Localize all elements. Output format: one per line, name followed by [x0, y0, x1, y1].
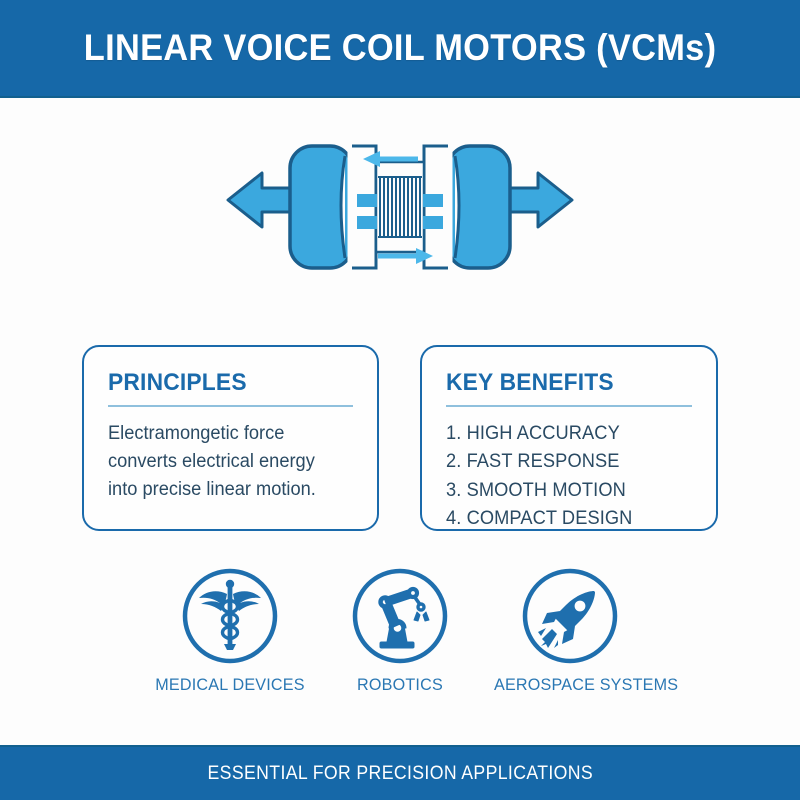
rocket-icon [522, 568, 618, 664]
card-principles-body: Electramongetic force converts electrica… [108, 423, 316, 500]
card-benefits-divider [446, 405, 692, 407]
benefit-item: 2. FAST RESPONSE [446, 451, 620, 473]
card-benefits-title: KEY BENEFITS [446, 369, 614, 396]
footer-band: ESSENTIAL FOR PRECISION APPLICATIONS [0, 745, 800, 800]
motor-diagram-svg [226, 144, 574, 270]
card-principles-divider [108, 405, 353, 407]
benefit-item: 4. COMPACT DESIGN [446, 507, 633, 529]
coil-laminations [357, 194, 443, 229]
bottom-current-arrow-icon [378, 248, 433, 264]
application-robotics: ROBOTICS [320, 566, 480, 695]
application-label: AEROSPACE SYSTEMS [494, 675, 679, 694]
application-aerospace-systems: AEROSPACE SYSTEMS [490, 566, 679, 695]
applications-row: MEDICAL DEVICES [150, 566, 679, 716]
page-title: LINEAR VOICE COIL MOTORS (VCMs) [83, 27, 717, 68]
right-motion-arrow-icon [502, 171, 574, 229]
top-current-arrow-icon [363, 151, 418, 167]
left-motion-arrow-icon [226, 171, 298, 229]
coil-windings [378, 176, 422, 238]
benefits-list: 1. HIGH ACCURACY 2. FAST RESPONSE 3. SMO… [446, 420, 692, 533]
application-label: ROBOTICS [357, 675, 443, 694]
benefit-item: 3. SMOOTH MOTION [446, 479, 626, 501]
application-label: MEDICAL DEVICES [155, 675, 305, 694]
robot-arm-icon [352, 568, 448, 664]
header-band: LINEAR VOICE COIL MOTORS (VCMs) [0, 0, 800, 98]
card-principles-title: PRINCIPLES [108, 369, 247, 396]
card-benefits: KEY BENEFITS 1. HIGH ACCURACY 2. FAST RE… [420, 345, 718, 531]
benefit-item: 1. HIGH ACCURACY [446, 423, 620, 444]
motor-diagram [200, 140, 600, 320]
caduceus-icon [182, 568, 278, 664]
card-principles: PRINCIPLES Electramongetic force convert… [82, 345, 379, 531]
footer-tagline: ESSENTIAL FOR PRECISION APPLICATIONS [207, 762, 593, 784]
application-medical-devices: MEDICAL DEVICES [150, 566, 310, 695]
